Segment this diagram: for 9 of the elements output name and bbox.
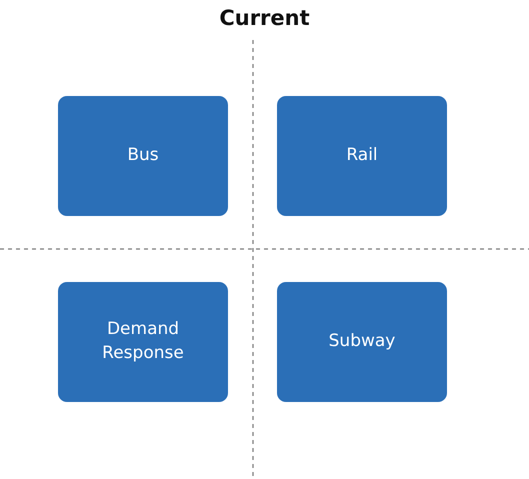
box-label: Rail — [346, 144, 378, 168]
category-box — [277, 96, 447, 216]
category-box — [58, 96, 228, 216]
box-label: Bus — [127, 144, 159, 168]
category-box — [58, 282, 228, 402]
box-label: Subway — [328, 330, 396, 354]
diagram-title: Current — [219, 6, 310, 30]
box-label: Demand Response — [101, 318, 185, 365]
category-box — [277, 282, 447, 402]
